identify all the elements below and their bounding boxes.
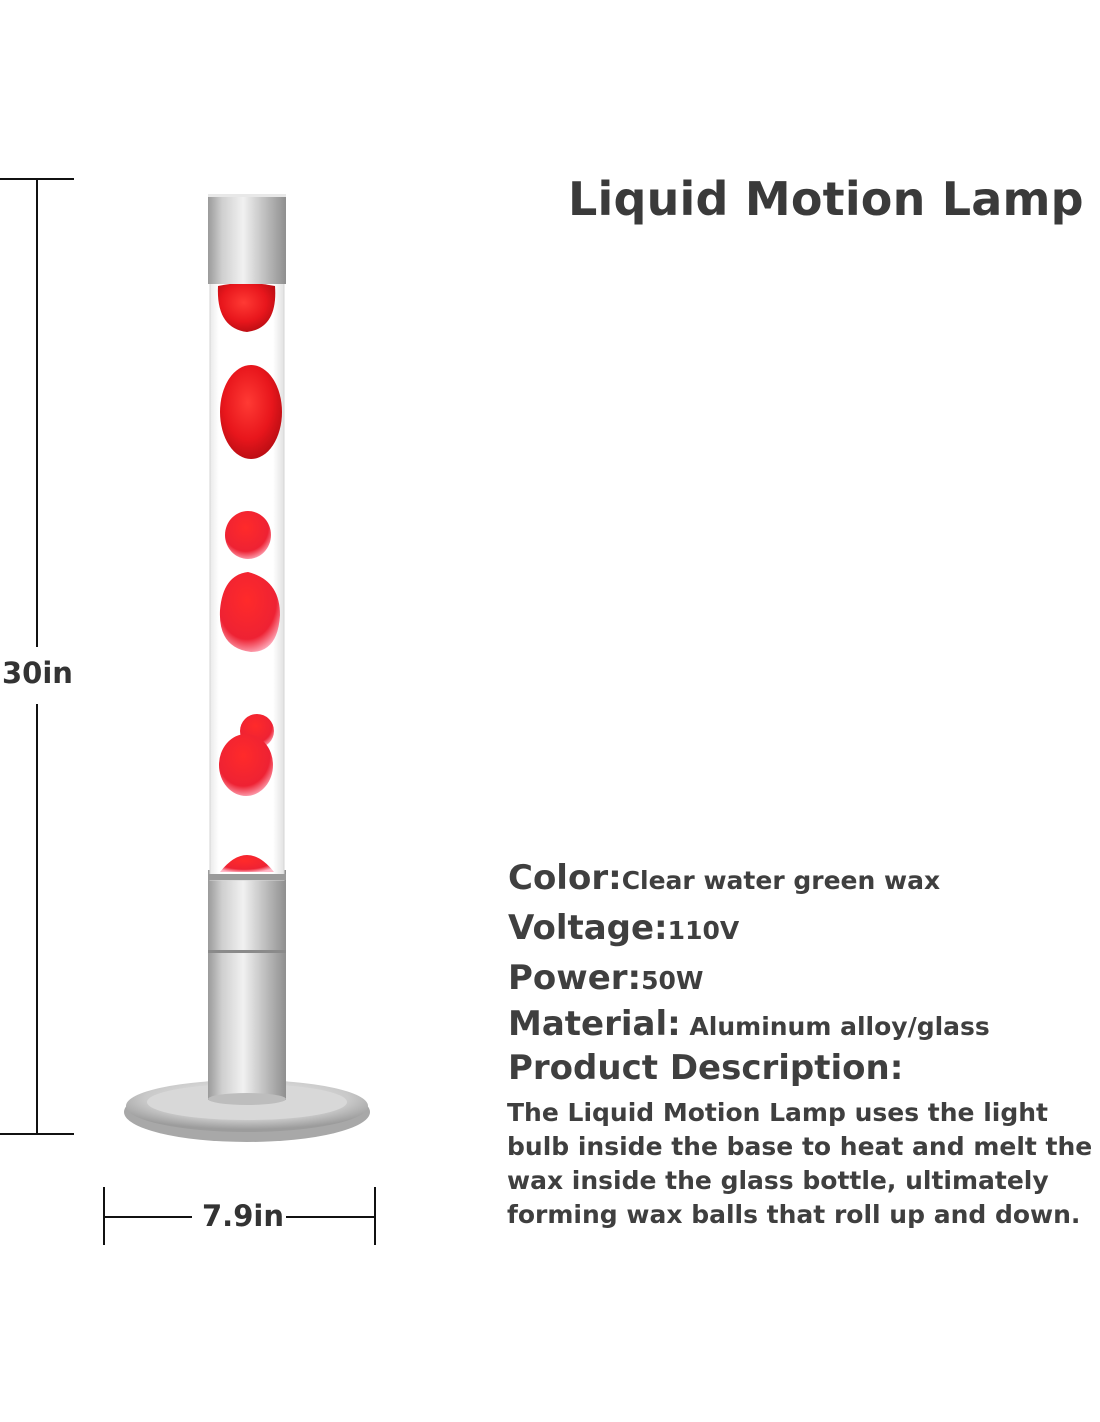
width-line-left <box>104 1216 192 1218</box>
description-text: The Liquid Motion Lamp uses the light bu… <box>507 1098 1093 1229</box>
lamp-collar <box>208 874 286 880</box>
lamp-cap <box>208 194 286 284</box>
wax-blobs <box>217 283 282 872</box>
spec-material: Material: Aluminum alloy/glass <box>508 1004 990 1044</box>
spec-voltage-key: Voltage: <box>508 908 668 948</box>
spec-power: Power:50W <box>508 958 704 998</box>
height-label: 30in <box>2 656 73 690</box>
height-bottom-tick <box>0 1133 74 1135</box>
lava-lamp-drawing <box>124 194 370 1142</box>
spec-color-value: Clear water green wax <box>621 866 941 895</box>
width-right-tick <box>374 1187 376 1245</box>
page-title: Liquid Motion Lamp <box>568 172 1084 226</box>
spec-voltage-value: 110V <box>667 916 740 945</box>
spec-color: Color:Clear water green wax <box>508 858 940 898</box>
spec-power-value: 50W <box>641 966 704 995</box>
description-heading: Product Description: <box>508 1048 904 1088</box>
spec-power-key: Power: <box>508 958 642 998</box>
spec-voltage: Voltage:110V <box>508 908 739 948</box>
spec-material-value: Aluminum alloy/glass <box>680 1012 990 1041</box>
spec-color-key: Color: <box>508 858 622 898</box>
lava-lamp-image <box>120 190 380 1150</box>
height-line-lower <box>36 704 38 1134</box>
width-line-right <box>286 1216 375 1218</box>
lamp-column <box>208 870 286 1105</box>
spec-material-key: Material: <box>508 1004 681 1044</box>
height-line-upper <box>36 179 38 647</box>
width-label: 7.9in <box>202 1199 284 1233</box>
